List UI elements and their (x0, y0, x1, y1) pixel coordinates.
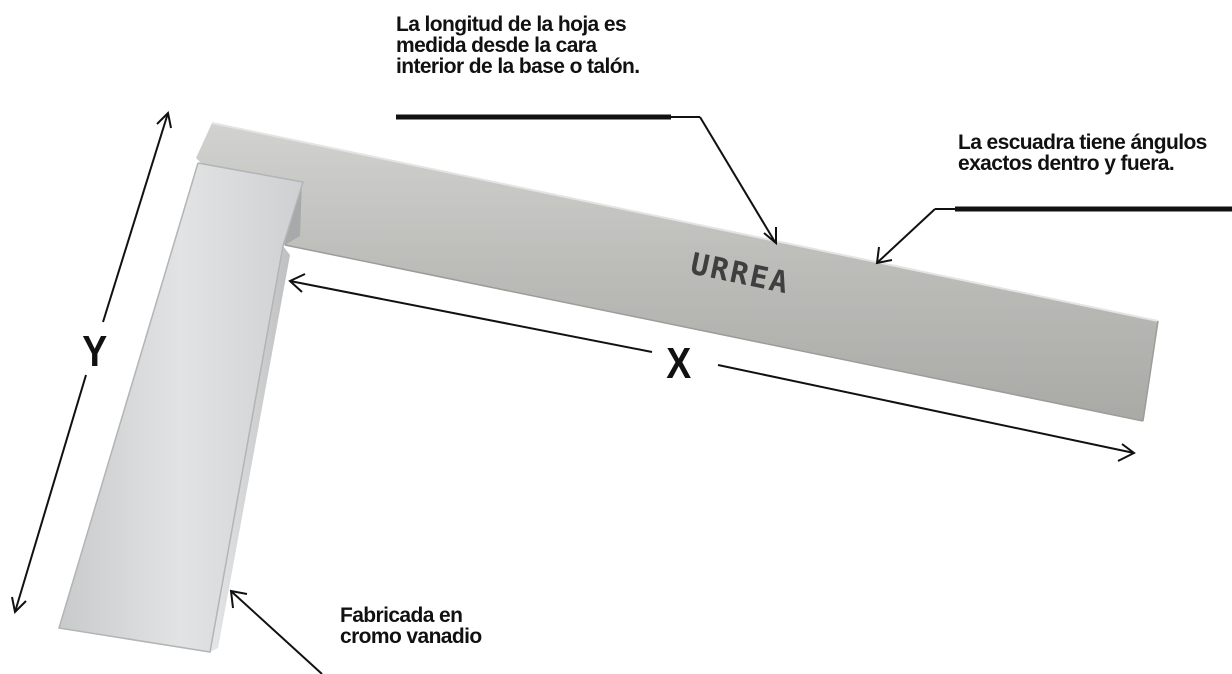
arrow-head-icon (763, 227, 777, 246)
blade-top-edge (211, 122, 1159, 322)
arrow-head-icon (156, 110, 172, 129)
callout-material: Fabricada en cromo vanadio (340, 605, 482, 647)
dimension-y-label: Y (82, 327, 108, 376)
callout-line: exactos dentro y fuera. (958, 152, 1175, 175)
arrow-head-icon (1117, 443, 1136, 462)
blade-bottom-edge (284, 244, 1144, 422)
callout-line: medida desde la cara (396, 34, 597, 57)
callout-line: Fabricada en (340, 604, 463, 627)
blade-end-edge (1142, 320, 1159, 422)
callout-square-angles: La escuadra tiene ángulos exactos dentro… (958, 132, 1207, 174)
base-edge-face (210, 246, 290, 652)
callout-blade-leader (396, 114, 777, 246)
blade (196, 123, 1158, 421)
dimension-y-arrow (11, 110, 172, 615)
callout-line: interior de la base o talón. (396, 55, 640, 78)
callout-line: cromo vanadio (340, 625, 482, 648)
callout-line: La escuadra tiene ángulos (958, 131, 1207, 154)
callout-blade-length: La longitud de la hoja es medida desde l… (396, 13, 640, 78)
arrow-head-icon (229, 589, 248, 609)
arrow-head-icon (11, 596, 27, 615)
dimension-x-arrow (288, 273, 1136, 462)
arrow-head-icon (288, 273, 306, 293)
base-outline (58, 162, 304, 653)
arrow-head-icon (875, 246, 893, 265)
callout-square-leader (875, 206, 1232, 265)
callout-line: La longitud de la hoja es (396, 13, 627, 36)
dimension-x-label: X (666, 339, 692, 388)
callout-material-leader (229, 589, 323, 674)
base-front-face (59, 163, 303, 652)
